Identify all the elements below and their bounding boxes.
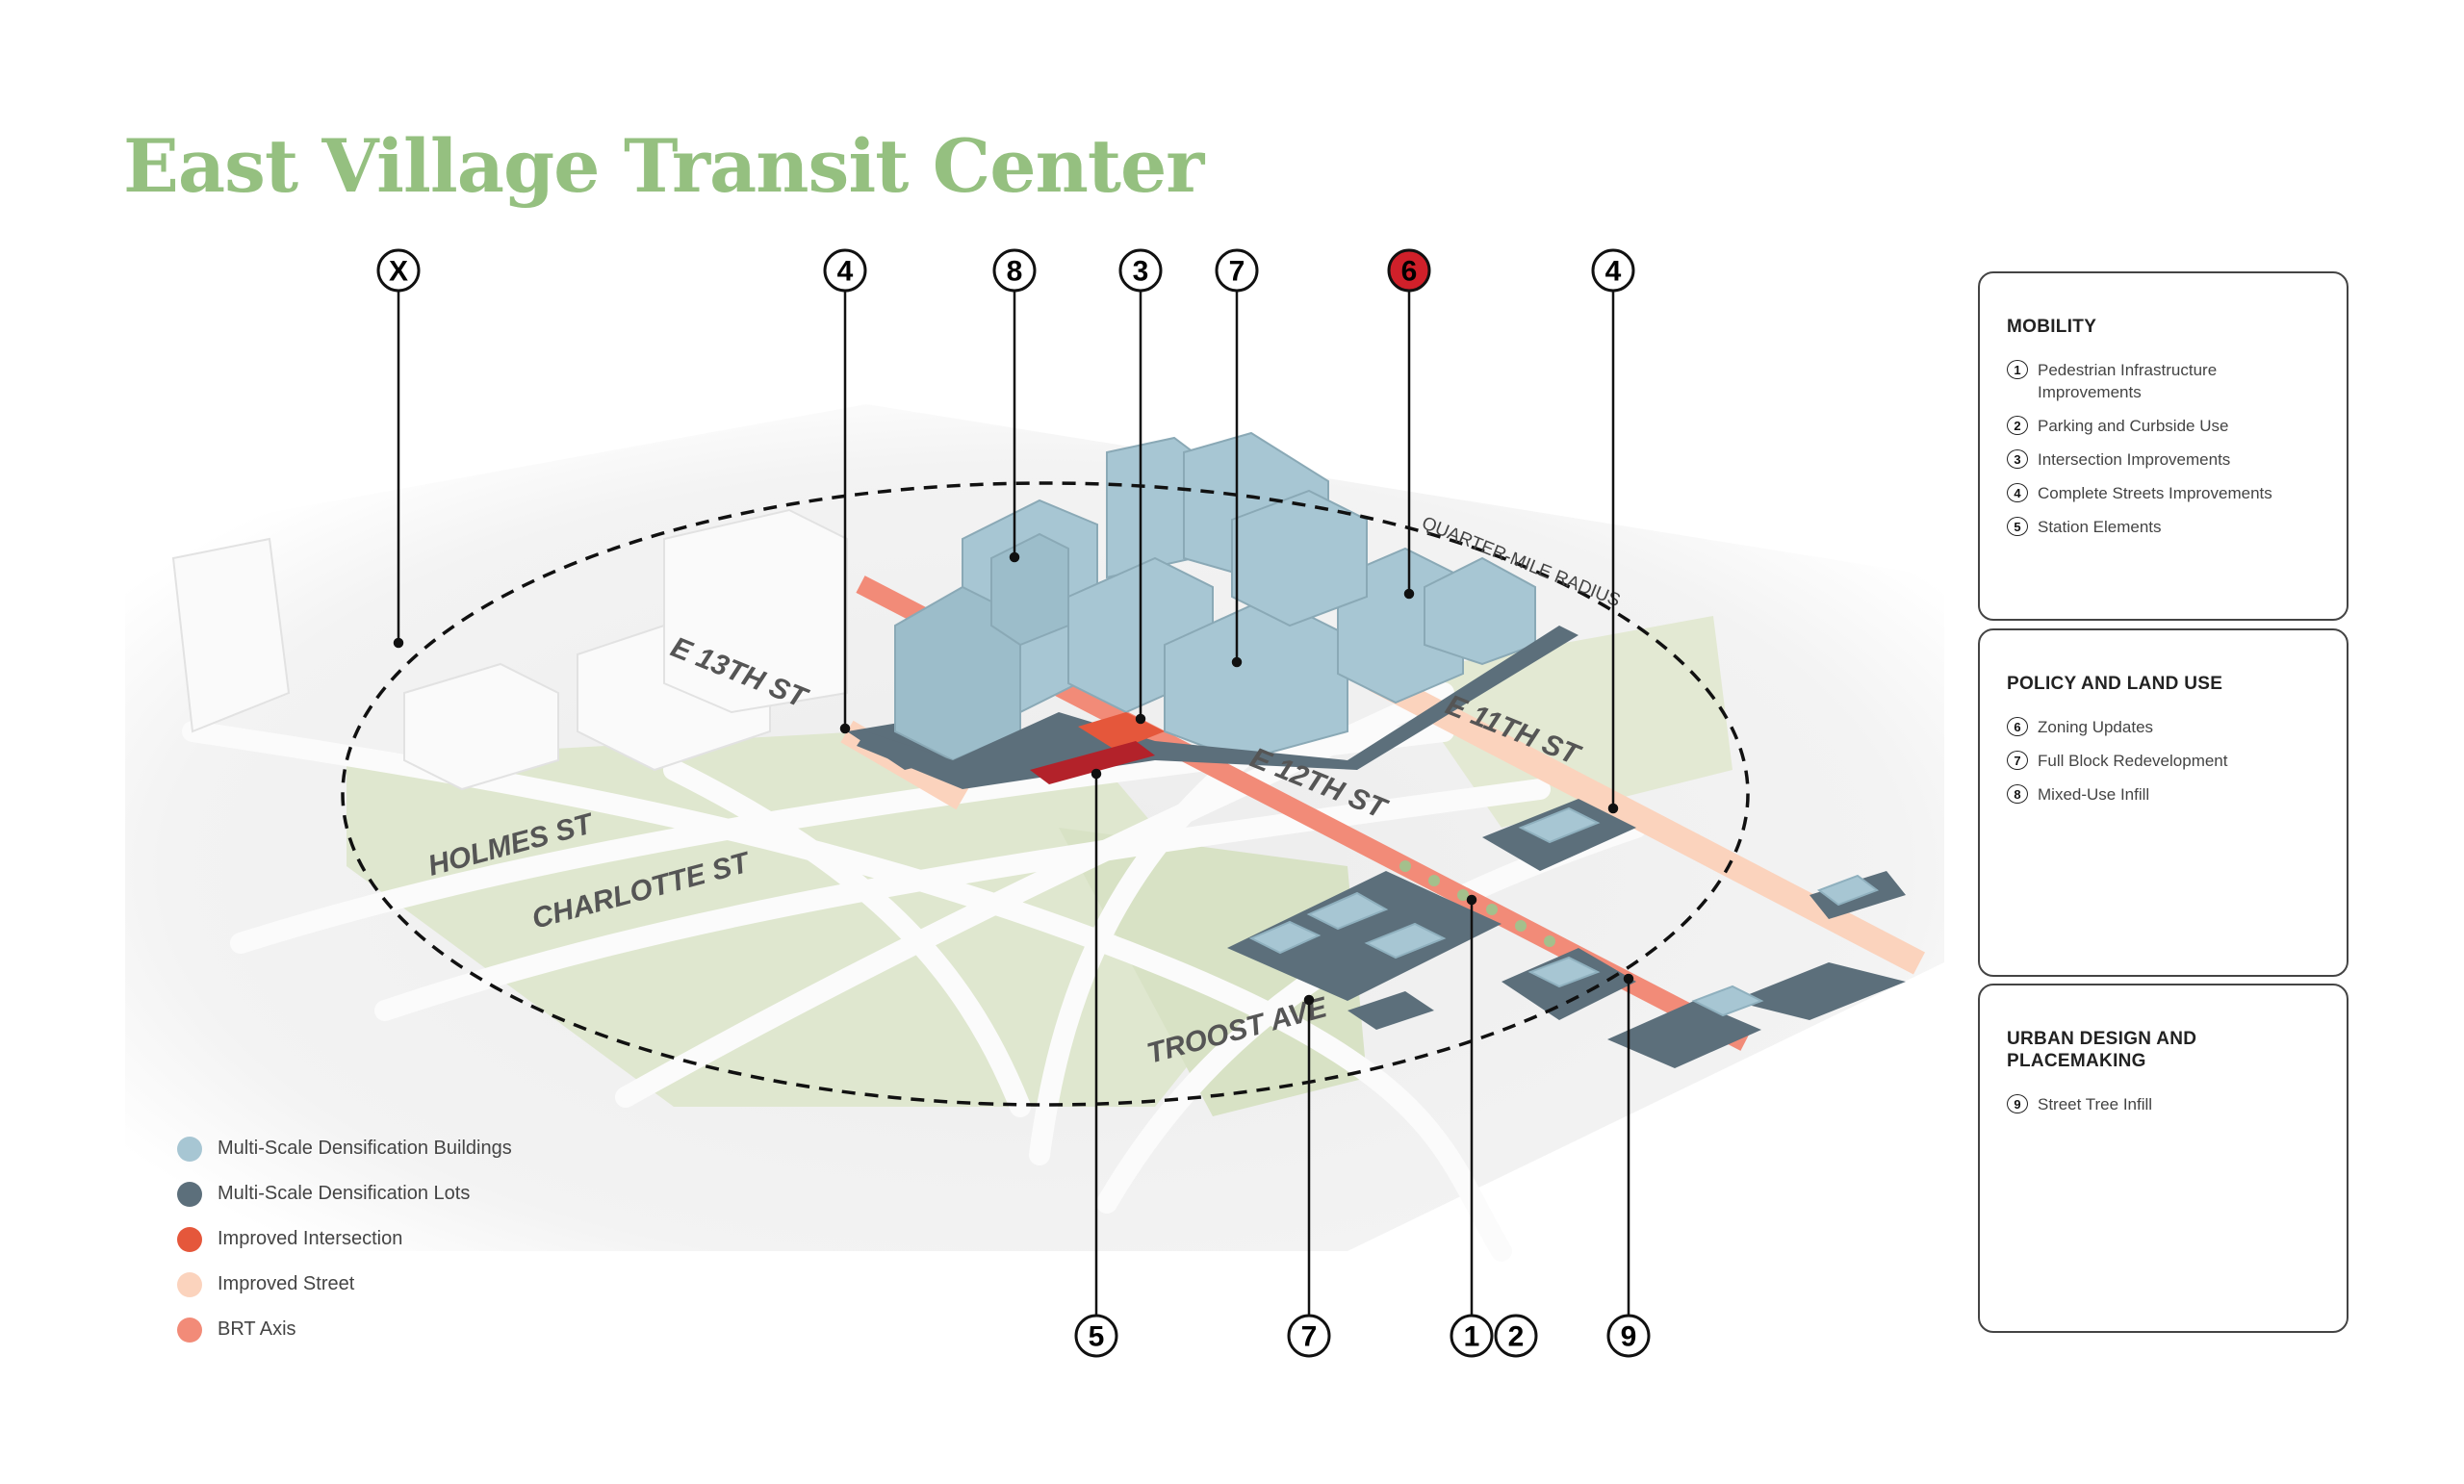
svg-text:X: X <box>389 256 408 288</box>
densification-buildings <box>857 431 1578 789</box>
svg-text:4: 4 <box>1605 256 1622 288</box>
swatch-icon <box>177 1181 202 1207</box>
callout-6-highlighted[interactable]: 6 <box>1387 248 1431 293</box>
quarter-mile-radius <box>341 481 1750 1107</box>
callout-7-top[interactable]: 7 <box>1215 248 1259 293</box>
svg-text:5: 5 <box>1089 1321 1105 1353</box>
color-legend: Multi-Scale Densification Buildings Mult… <box>177 1126 512 1352</box>
callouts-top <box>393 291 1619 814</box>
legend-row: Improved Street <box>177 1262 512 1307</box>
svg-text:6: 6 <box>1401 256 1418 288</box>
svg-text:4: 4 <box>837 256 854 288</box>
legend-row: Multi-Scale Densification Buildings <box>177 1126 512 1171</box>
callout-3[interactable]: 3 <box>1118 248 1163 293</box>
callout-4-left[interactable]: 4 <box>823 248 867 293</box>
swatch-icon <box>177 1136 202 1162</box>
callouts-bottom <box>1091 768 1634 1316</box>
panel-heading: POLICY AND LAND USE <box>2007 674 2223 694</box>
panel-heading: MOBILITY <box>2007 317 2097 337</box>
legend-row: Improved Intersection <box>177 1216 512 1262</box>
callout-1[interactable]: 1 <box>1450 1314 1494 1358</box>
callout-7-bottom[interactable]: 7 <box>1287 1314 1331 1358</box>
svg-text:1: 1 <box>1464 1321 1480 1353</box>
callout-5[interactable]: 5 <box>1074 1314 1118 1358</box>
callout-9[interactable]: 9 <box>1606 1314 1651 1358</box>
legend-row: Multi-Scale Densification Lots <box>177 1171 512 1216</box>
legend-row: BRT Axis <box>177 1307 512 1352</box>
svg-text:2: 2 <box>1508 1321 1525 1353</box>
svg-text:7: 7 <box>1229 256 1245 288</box>
callout-4-right[interactable]: 4 <box>1591 248 1635 293</box>
densification-lot-buildings <box>1248 806 1880 1017</box>
svg-text:7: 7 <box>1301 1321 1318 1353</box>
svg-text:8: 8 <box>1007 256 1023 288</box>
swatch-icon <box>177 1317 202 1343</box>
swatch-icon <box>177 1226 202 1252</box>
panel-heading: URBAN DESIGN AND PLACEMAKING <box>2007 1029 2197 1071</box>
callout-2[interactable]: 2 <box>1494 1314 1538 1358</box>
svg-text:9: 9 <box>1621 1321 1637 1353</box>
swatch-icon <box>177 1271 202 1297</box>
svg-text:3: 3 <box>1133 256 1149 288</box>
page-title: East Village Transit Center <box>123 123 1204 209</box>
callout-x[interactable]: X <box>376 248 421 293</box>
callout-8[interactable]: 8 <box>992 248 1037 293</box>
